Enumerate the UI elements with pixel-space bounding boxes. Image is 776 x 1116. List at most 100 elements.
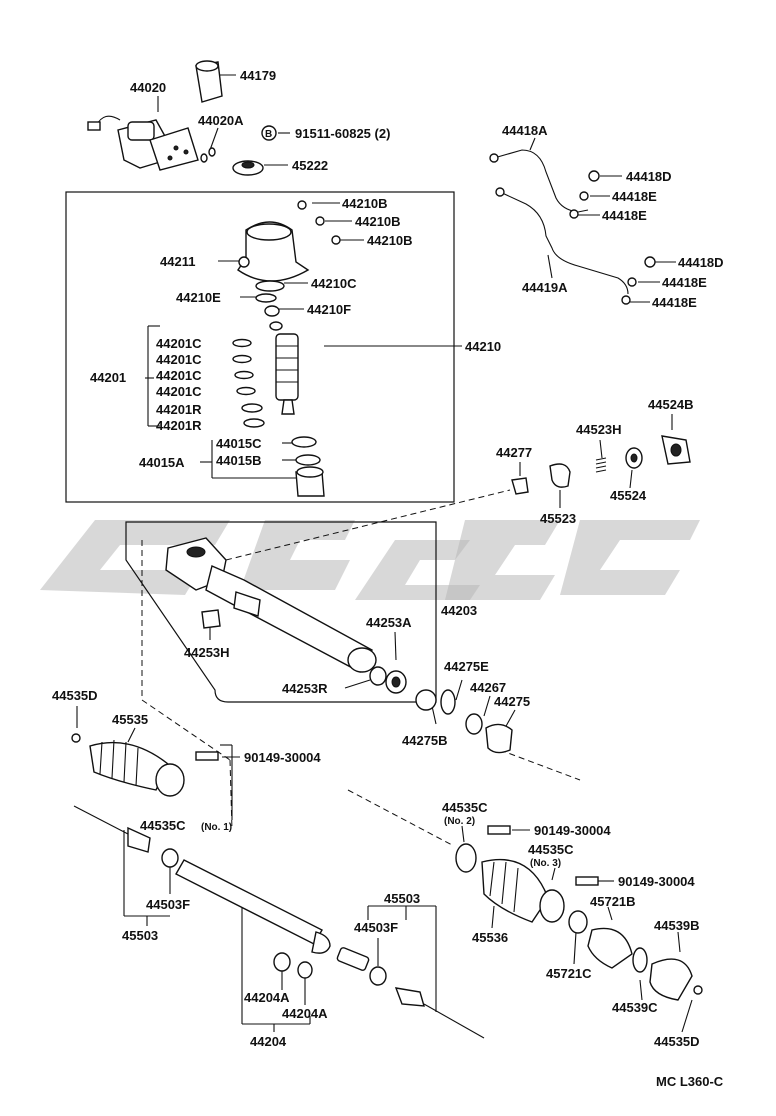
- boot-44539B: [649, 958, 693, 1001]
- clip-44535D-left: [71, 733, 81, 743]
- label-45503-2: 45503: [384, 891, 420, 906]
- dashed-reference-lines: [141, 489, 581, 846]
- label-90149-1: 90149-30004: [244, 750, 321, 765]
- label-44267: 44267: [470, 680, 506, 695]
- seals-44015: [291, 436, 325, 497]
- label-44020A: 44020A: [198, 113, 244, 128]
- clamp-44535C-no2: [455, 843, 477, 873]
- label-44418E-2: 44418E: [602, 208, 647, 223]
- label-45503-1: 45503: [122, 928, 158, 943]
- rack-housing-box: [125, 521, 437, 703]
- label-44015B: 44015B: [216, 453, 262, 468]
- label-44418D-1: 44418D: [626, 169, 672, 184]
- label-44204: 44204: [250, 1034, 287, 1049]
- bushing-44253A: [385, 670, 407, 694]
- cover-44179: [195, 60, 223, 103]
- steering-rack-44204: [175, 859, 370, 979]
- ring-45721C: [568, 910, 588, 934]
- label-44204A-1: 44204A: [244, 990, 290, 1005]
- clip-44535D-right: [693, 985, 703, 995]
- tie-rod-end-45503-left: [73, 805, 151, 853]
- label-44210: 44210: [465, 339, 501, 354]
- label-44203: 44203: [441, 603, 477, 618]
- boot-45721B: [587, 927, 633, 969]
- label-45524: 45524: [610, 488, 647, 503]
- label-44253A: 44253A: [366, 615, 412, 630]
- label-44210B-1: 44210B: [342, 196, 388, 211]
- watermark-graphic: [40, 520, 700, 600]
- label-44210B-3: 44210B: [367, 233, 413, 248]
- label-44201R-1: 44201R: [156, 402, 202, 417]
- label-44418E-1: 44418E: [612, 189, 657, 204]
- seals-44210: [255, 280, 285, 331]
- spring-cap-45523: [549, 463, 571, 488]
- bushing-44253H: [201, 609, 221, 629]
- label-no2: (No. 2): [444, 816, 475, 827]
- label-44277: 44277: [496, 445, 532, 460]
- label-44418A: 44418A: [502, 123, 548, 138]
- label-44419A: 44419A: [522, 280, 568, 295]
- tie-rod-45503-right: [394, 987, 485, 1039]
- label-44015C: 44015C: [216, 436, 262, 451]
- label-44253H: 44253H: [184, 645, 230, 660]
- label-44535D-2: 44535D: [654, 1034, 700, 1049]
- label-44210C: 44210C: [311, 276, 357, 291]
- label-45222: 45222: [292, 158, 328, 173]
- label-44275: 44275: [494, 694, 530, 709]
- label-44201C-1: 44201C: [156, 336, 202, 351]
- label-44524B: 44524B: [648, 397, 694, 412]
- label-44535C-2: 44535C: [442, 800, 488, 815]
- label-44179: 44179: [240, 68, 276, 83]
- valve-housing-44211: [237, 200, 341, 282]
- label-44201: 44201: [90, 370, 126, 385]
- lock-nut-44503F-right: [369, 966, 387, 986]
- label-44210E: 44210E: [176, 290, 221, 305]
- diagram-code: MC L360-C: [656, 1074, 724, 1089]
- bolt-90149-right: [575, 876, 599, 886]
- leader-lines: [76, 74, 693, 1033]
- solenoid-valve-44020: [87, 115, 199, 171]
- label-45721C: 45721C: [546, 966, 592, 981]
- label-44503F-1: 44503F: [146, 897, 190, 912]
- control-valve-44201: [275, 333, 299, 415]
- label-45535: 45535: [112, 712, 148, 727]
- label-44201C-4: 44201C: [156, 384, 202, 399]
- clip-44539C: [632, 947, 648, 973]
- label-44201C-3: 44201C: [156, 368, 202, 383]
- label-44211: 44211: [160, 254, 195, 269]
- label-44539C: 44539C: [612, 1000, 658, 1015]
- label-44210B-2: 44210B: [355, 214, 401, 229]
- seals-44275: [415, 689, 513, 754]
- rack-guide-44277: [511, 477, 529, 495]
- label-91511: 91511-60825 (2): [295, 126, 390, 141]
- part-labels: 44020 44179 44020A B 91511-60825 (2) 452…: [52, 68, 724, 1089]
- washer-45222: [232, 160, 264, 176]
- valve-assembly-box: [65, 191, 455, 503]
- label-44535D-1: 44535D: [52, 688, 98, 703]
- label-no3: (No. 3): [530, 858, 561, 869]
- bushing-44253R: [369, 666, 387, 686]
- label-44418E-4: 44418E: [652, 295, 697, 310]
- bolt-90149-left: [195, 751, 219, 761]
- label-44418D-2: 44418D: [678, 255, 724, 270]
- label-44015A: 44015A: [139, 455, 185, 470]
- label-44201R-2: 44201R: [156, 418, 202, 433]
- label-45536: 45536: [472, 930, 508, 945]
- label-90149-3: 90149-30004: [618, 874, 695, 889]
- label-no1: (No. 1): [201, 822, 232, 833]
- label-44275B: 44275B: [402, 733, 448, 748]
- label-44201C-2: 44201C: [156, 352, 202, 367]
- label-44503F-2: 44503F: [354, 920, 398, 935]
- label-44535C-3: 44535C: [528, 842, 574, 857]
- bolt-b-marker: [261, 125, 277, 141]
- label-44418E-3: 44418E: [662, 275, 707, 290]
- lock-nut-44503F-left: [161, 848, 179, 868]
- return-pipe-44419A: [495, 187, 656, 305]
- oring-44020A: [200, 147, 216, 163]
- label-44253R: 44253R: [282, 681, 328, 696]
- label-44535C-1: 44535C: [140, 818, 186, 833]
- spring-44523H: [595, 457, 607, 473]
- label-45523: 45523: [540, 511, 576, 526]
